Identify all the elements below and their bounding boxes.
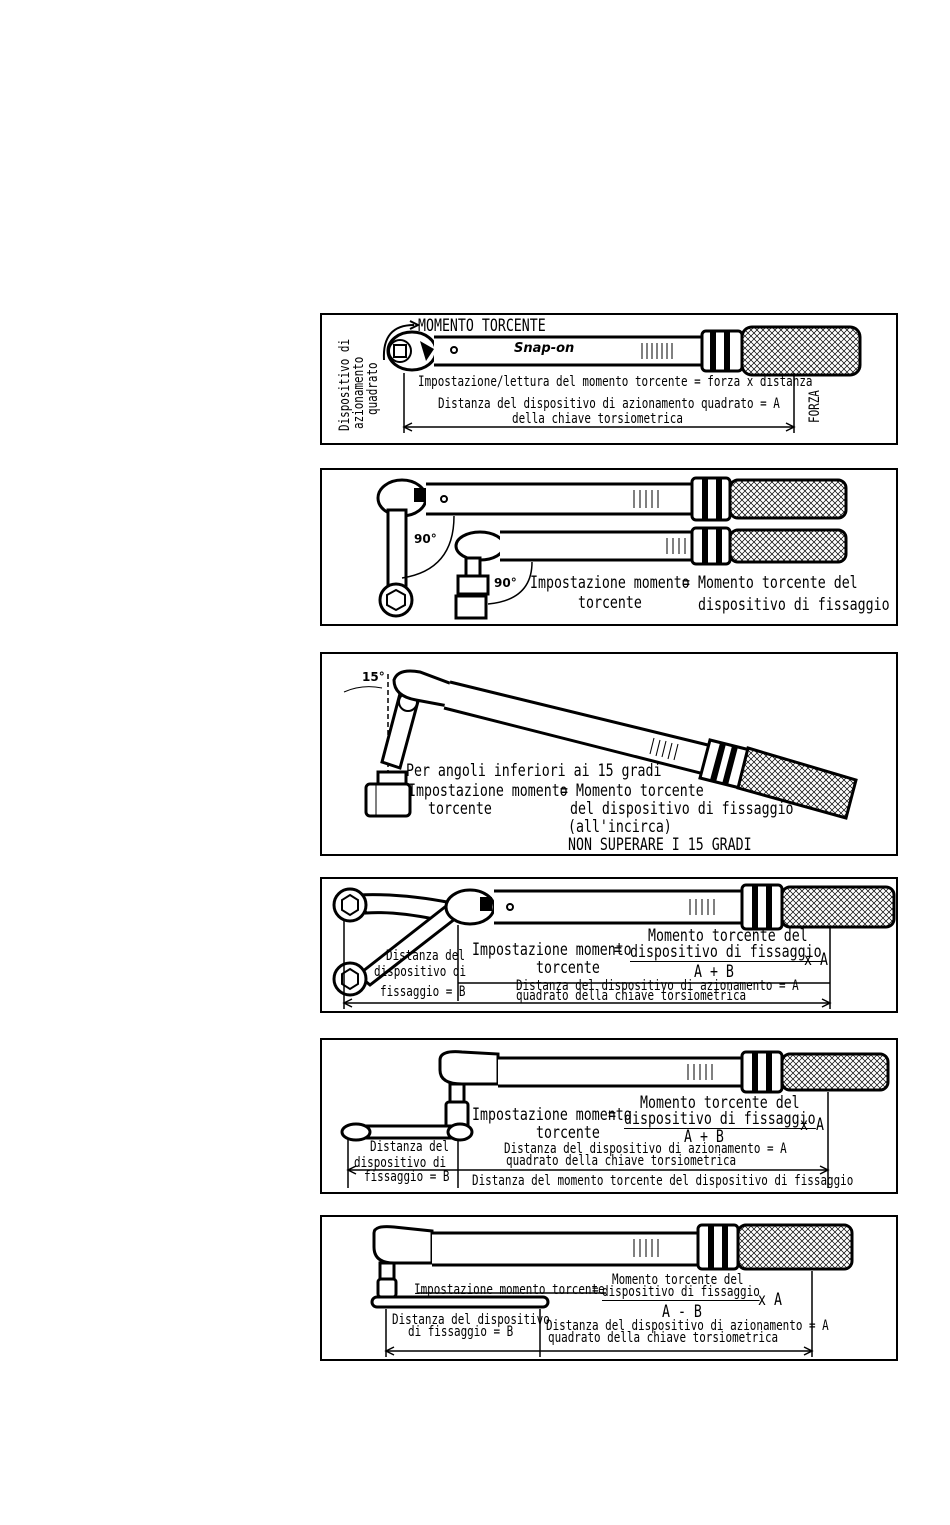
fraction-numerator-line1: Momento torcente del xyxy=(640,1093,800,1113)
equals-sign: = xyxy=(592,1282,599,1298)
multiply-a: x A xyxy=(804,950,828,970)
snap-on-logo: Snap-on xyxy=(514,341,575,356)
fastener-distance-line2: dispositivo di xyxy=(354,1155,447,1171)
equals-sign: = xyxy=(608,1105,616,1125)
fastener-torque-line2: dispositivo di fissaggio xyxy=(698,595,890,615)
approx-label: (all'incirca) xyxy=(568,817,672,837)
wrench-illustration-6 xyxy=(370,1223,854,1357)
panel-adapter-a-plus-b: Distanza del dispositivo di fissaggio = … xyxy=(320,877,898,1013)
force-label: FORZA xyxy=(807,390,823,423)
panel-15-degree: 15° Per angoli inferiori ai 15 gradi Imp… xyxy=(320,652,898,856)
panel-crowfoot-a-plus-b: Impostazione momento torcente = Momento … xyxy=(320,1038,898,1194)
multiply-a: x A xyxy=(758,1290,782,1310)
panel-90-degree: 90° 90° Impostazione momento torcente = … xyxy=(320,468,898,626)
wrench-illustration-2 xyxy=(376,476,848,620)
equals-sign: = xyxy=(614,940,622,960)
fraction-denominator: A - B xyxy=(662,1302,702,1322)
setting-label-line1: Impostazione momento xyxy=(472,940,632,960)
wrench-illustration-1 xyxy=(382,320,862,433)
total-distance-label: Distanza del momento torcente del dispos… xyxy=(472,1173,854,1189)
distance-a-line1: Distanza del dispositivo di azionamento … xyxy=(438,396,780,412)
fastener-distance-line3: fissaggio = B xyxy=(364,1169,450,1185)
equals-sign: = xyxy=(560,781,568,801)
fraction-numerator-line2: dispositivo di fissaggio xyxy=(602,1284,760,1301)
setting-label-line2: torcente xyxy=(536,1123,600,1143)
angle-15-label: 15° xyxy=(362,670,385,684)
panel-torque-basics: MOMENTO TORCENTE Dispositivo di azioname… xyxy=(320,313,898,445)
square-drive-distance-line2: quadrato della chiave torsiometrica xyxy=(516,988,747,1004)
fraction-numerator-line1: Momento torcente del xyxy=(612,1272,744,1288)
angle-note: Per angoli inferiori ai 15 gradi xyxy=(406,761,662,781)
setting-label-line2: torcente xyxy=(428,799,492,819)
fraction-numerator-line2: dispositivo di fissaggio xyxy=(630,942,822,962)
fraction-denominator: A + B xyxy=(694,962,734,982)
square-drive-distance-line2: quadrato della chiave torsiometrica xyxy=(548,1330,779,1346)
fastener-torque-line1: Momento torcente xyxy=(576,781,704,801)
fraction-denominator: A + B xyxy=(684,1127,724,1147)
square-drive-label-3: quadrato xyxy=(365,362,381,415)
fastener-distance-line2: dispositivo di xyxy=(374,964,467,980)
fastener-distance-line1: Distanza del dispositivo xyxy=(392,1312,550,1328)
setting-label-line1: Impostazione momento xyxy=(530,573,690,593)
fastener-distance-line3: fissaggio = B xyxy=(380,984,466,1000)
distance-a-line2: della chiave torsiometrica xyxy=(512,411,683,427)
equals-sign: = xyxy=(682,573,690,593)
fastener-torque-line1: Momento torcente del xyxy=(698,573,858,593)
fastener-distance-line1: Distanza del xyxy=(386,948,465,964)
wrench-illustration-4 xyxy=(332,883,896,1009)
formula-text: Impostazione/lettura del momento torcent… xyxy=(418,374,813,390)
warning-label: NON SUPERARE I 15 GRADI xyxy=(568,835,752,855)
fastener-distance-line1: Distanza del xyxy=(370,1139,449,1155)
torque-label: MOMENTO TORCENTE xyxy=(418,316,546,336)
setting-label-line2: torcente xyxy=(536,958,600,978)
angle-90-label-2: 90° xyxy=(494,576,517,590)
fraction-numerator-line2: dispositivo di fissaggio xyxy=(624,1109,816,1129)
wrench-illustration-5 xyxy=(340,1050,890,1188)
square-drive-distance-line2: quadrato della chiave torsiometrica xyxy=(506,1153,737,1169)
fastener-torque-line2: del dispositivo di fissaggio xyxy=(570,799,794,819)
square-drive-distance-line1: Distanza del dispositivo di azionamento … xyxy=(504,1141,787,1157)
wrench-illustration-3 xyxy=(343,669,858,820)
panel-adapter-a-minus-b: Impostazione momento torcente = Momento … xyxy=(320,1215,898,1361)
setting-label-line1: Impostazione momento xyxy=(472,1105,632,1125)
setting-label-line1: Impostazione momento xyxy=(408,781,568,801)
fraction-numerator-line1: Momento torcente del xyxy=(648,926,808,946)
square-drive-distance-line1: Distanza del dispositivo di azionamento … xyxy=(516,978,799,994)
square-drive-distance-line1: Distanza del dispositivo di azionamento … xyxy=(546,1318,829,1334)
setting-label: Impostazione momento torcente xyxy=(414,1282,605,1298)
setting-label-line2: torcente xyxy=(578,593,642,613)
fastener-distance-line2: di fissaggio = B xyxy=(408,1324,514,1340)
multiply-a: x A xyxy=(800,1115,824,1135)
angle-90-label-1: 90° xyxy=(414,532,437,546)
